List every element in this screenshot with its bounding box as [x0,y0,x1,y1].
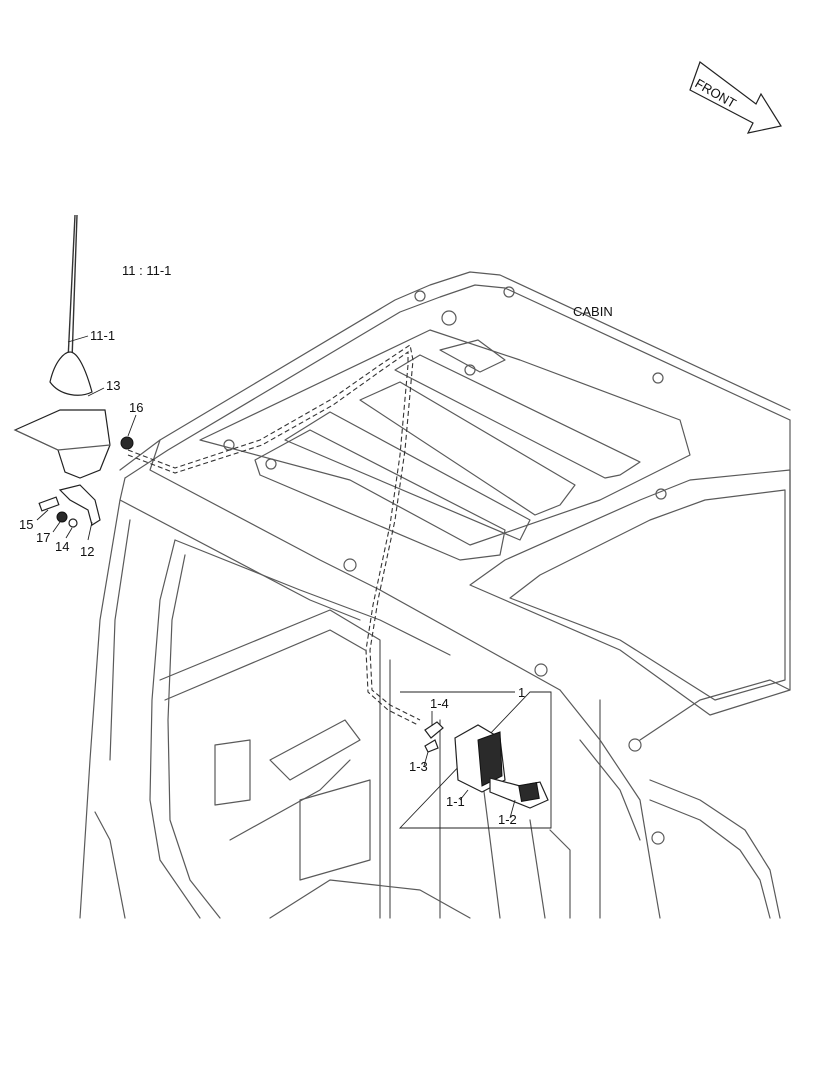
callout-16: 16 [129,400,143,415]
lock-washer [56,511,68,523]
radio-detail [398,691,552,829]
antenna-mast [67,214,76,361]
radio-connector [489,777,549,809]
leader-lines [36,335,516,819]
clamp [58,484,101,526]
antenna-bracket [13,409,111,479]
front-direction-arrow: FRONT [689,61,782,134]
radio-fuse [424,739,439,753]
callout-1-3: 1-3 [409,759,428,774]
radio-plug [424,721,444,739]
antenna-cable [127,344,421,726]
callout-12: 12 [80,544,94,559]
callout-14: 14 [55,539,69,554]
antenna-base [49,351,93,396]
callout-1-2: 1-2 [498,812,517,827]
cabin-frame [79,271,791,919]
variant-note: 11 : 11-1 [122,263,171,278]
callout-1-1: 1-1 [446,794,465,809]
cabin-label: CABIN [573,304,613,319]
callout-11-1: 11-1 [90,328,115,343]
callout-1-4: 1-4 [430,696,449,711]
callout-13: 13 [106,378,120,393]
grommet [120,436,134,450]
washer [68,518,78,528]
callout-17: 17 [36,530,50,545]
bolt [38,496,60,512]
callout-15: 15 [19,517,33,532]
callout-1: 1 [518,685,525,700]
antenna-assembly [13,214,134,528]
